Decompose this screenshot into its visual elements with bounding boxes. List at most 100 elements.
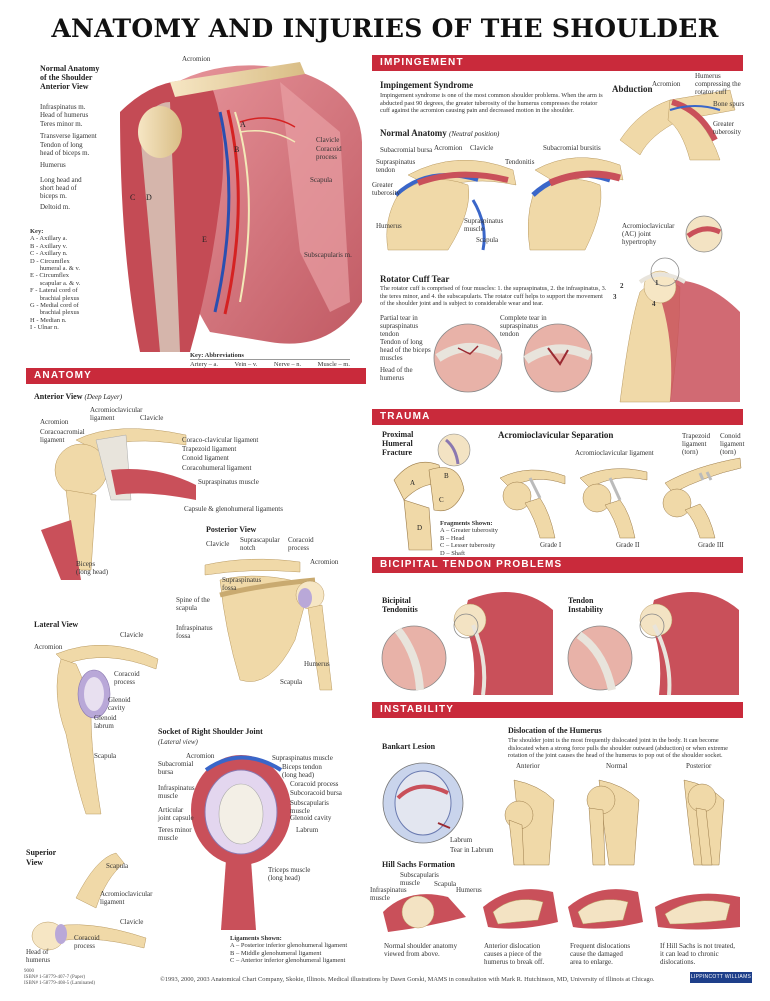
fragments-box: Fragments Shown: A – Greater tuberosity … — [440, 520, 498, 557]
rotator-cuff-illustration — [619, 257, 740, 403]
hero-label: Clavicle — [316, 136, 340, 144]
superior-view-illustration — [31, 852, 147, 951]
socket-label: Biceps tendon (long head) — [282, 763, 322, 779]
cuff-number: 2 — [620, 282, 624, 290]
socket-label: Subcoracoid bursa — [290, 789, 342, 797]
posterior-label: Humerus — [304, 660, 330, 668]
lateral-label: Glenoid cavity — [108, 696, 131, 712]
socket-label: Acromion — [186, 752, 215, 760]
hero-label: Transverse ligament — [40, 132, 97, 140]
superior-label: Coracoid process — [74, 934, 100, 950]
hill-caption: Anterior dislocation causes a piece of t… — [484, 942, 545, 966]
hill-stage-2 — [483, 889, 558, 929]
socket-label: Triceps muscle (long head) — [268, 866, 311, 882]
socket-subtitle: (Lateral view) — [158, 738, 198, 746]
hero-label: Tendon of long head of biceps m. — [40, 141, 90, 157]
fragment-letter-b: B — [444, 472, 449, 480]
anterior-label: Coracohumeral ligament — [182, 464, 252, 472]
hill-sachs-illustration — [383, 889, 740, 932]
isbn-text: 9000 ISBN# 1-58779-407-7 (Paper) ISBN# 1… — [24, 969, 96, 986]
superior-label: Acromioclavicular ligament — [100, 890, 153, 906]
key-item: C - Axillary n. — [30, 250, 68, 258]
hill-stage-1 — [383, 894, 466, 932]
cuff-label: Partial tear in supraspinatus tendon — [380, 314, 419, 338]
anterior-view-illustration — [41, 428, 196, 580]
cuff-label: Head of the humerus — [380, 366, 413, 382]
normal-anatomy-title: Normal Anatomy (Neutral position) — [380, 128, 499, 139]
section-band-anatomy: ANATOMY — [26, 368, 366, 384]
abduction-label: Humerus compressing the rotator cuff — [695, 72, 741, 96]
abduction-illustration — [619, 89, 736, 161]
hill-label: Humerus — [456, 886, 482, 894]
fracture-title: Proximal Humeral Fracture — [382, 430, 414, 457]
abbrev-box: Key: Abbreviations Artery – a. Vein – v.… — [190, 352, 350, 369]
rotator-cuff-title: Rotator Cuff Tear — [380, 274, 450, 284]
hill-stage-4 — [655, 893, 740, 930]
posterior-label: Acromion — [310, 558, 339, 566]
tendonitis-figure — [381, 592, 553, 696]
bursitis-label: Subacromial bursitis — [543, 144, 601, 152]
anterior-label: Acromioclavicular ligament — [90, 406, 143, 422]
superior-label: Scapula — [106, 862, 129, 870]
lateral-label: Acromion — [34, 643, 63, 651]
impingement-syndrome-title: Impingement Syndrome — [380, 80, 474, 90]
bicipital-illustration — [381, 592, 739, 696]
page-title: ANATOMY AND INJURIES OF THE SHOULDER — [51, 14, 719, 43]
anterior-label: Capsule & glenohumeral ligaments — [184, 505, 283, 513]
cuff-number: 1 — [655, 279, 659, 287]
hero-letter-d: D — [146, 193, 152, 202]
normal-position-figure — [586, 779, 640, 866]
anterior-dislocation-figure — [504, 779, 555, 866]
cuff-number: 3 — [613, 293, 617, 301]
abbrev-item: Muscle – m. — [317, 361, 350, 369]
fragment-letter-d: D — [417, 524, 422, 532]
key-item: G - Medial cord of brachial plexus — [30, 302, 80, 317]
normal-anatomy-illustration — [386, 159, 517, 251]
abduction-label: Greater tuberosity — [713, 120, 741, 136]
posterior-view-title: Posterior View — [206, 525, 257, 534]
key-item: I - Ulnar n. — [30, 324, 59, 332]
superior-label: Head of humerus — [26, 948, 51, 964]
hill-label: Infraspinatus muscle — [370, 886, 407, 902]
position-label: Anterior — [516, 762, 540, 770]
posterior-label: Scapula — [280, 678, 303, 686]
lateral-label: Coracoid process — [114, 670, 140, 686]
anterior-label: Coraco-clavicular ligament — [182, 436, 259, 444]
posterior-view-illustration — [204, 558, 333, 691]
ac-label: Trapezoid ligament (torn) — [682, 432, 711, 456]
socket-label: Labrum — [296, 826, 319, 834]
key-item: B - Axillary v. — [30, 242, 68, 250]
hero-letter-b: B — [234, 145, 239, 154]
fragment-letter-a: A — [410, 479, 415, 487]
socket-label: Coracoid process — [290, 780, 339, 788]
dislocation-text: The shoulder joint is the most frequentl… — [508, 737, 728, 760]
key-title: Key: — [30, 228, 44, 235]
socket-label: Supraspinatus muscle — [272, 754, 333, 762]
dislocation-title: Dislocation of the Humerus — [508, 726, 602, 735]
bankart-title: Bankart Lesion — [382, 742, 436, 751]
abbrev-item: Nerve – n. — [273, 361, 302, 369]
ligaments-box: Ligaments Shown: A – Posterior inferior … — [230, 935, 347, 965]
anterior-label: Coracoacromial ligament — [40, 428, 85, 444]
socket-label: Subscapularis muscle — [290, 799, 329, 815]
key-item: F - Lateral cord of brachial plexus — [30, 287, 80, 302]
bankart-label: Labrum — [450, 836, 473, 844]
normal-anatomy-heading: Normal Anatomy — [380, 128, 447, 138]
hill-label: Subscapularis muscle — [400, 871, 439, 887]
normal-label: Clavicle — [470, 144, 494, 152]
socket-label: Teres minor muscle — [158, 826, 192, 842]
section-band-trauma: TRAUMA — [372, 409, 743, 425]
anterior-label: Trapezoid ligament — [182, 445, 237, 453]
normal-label: Subacromial bursa — [380, 146, 433, 154]
ligament-item: C – Anterior inferior glenohumeral ligam… — [230, 957, 346, 965]
hero-illustration: A B C D E — [120, 62, 362, 352]
anterior-label: Clavicle — [140, 414, 164, 422]
hero-label: Deltoid m. — [40, 203, 70, 211]
copyright-text: ©1993, 2000, 2003 Anatomical Chart Compa… — [160, 976, 655, 983]
ac-label: Conoid ligament (torn) — [720, 432, 745, 456]
anterior-view-heading: Anterior View — [34, 392, 83, 401]
key-item: A - Axillary a. — [30, 235, 68, 243]
abbrev-title: Key: Abbreviations — [190, 352, 244, 359]
section-band-instability: INSTABILITY — [372, 702, 743, 718]
grade-2-figure — [579, 468, 648, 539]
